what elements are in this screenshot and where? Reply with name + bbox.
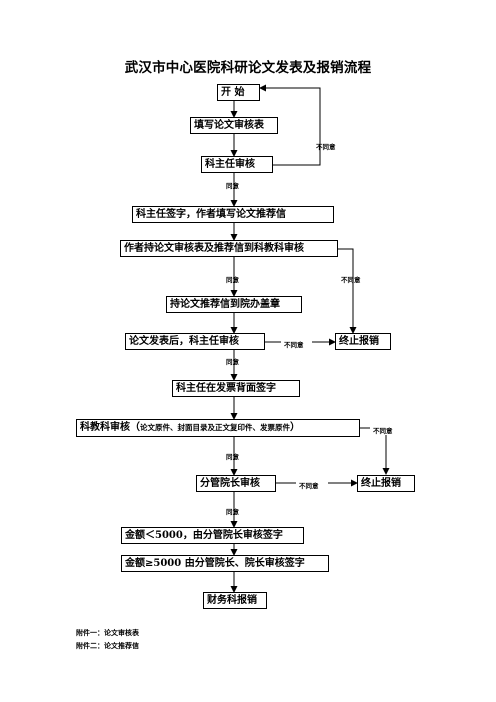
node-after-publish: 论文发表后，科主任审核	[125, 333, 265, 350]
edge-label-disagree-loop: 不同意	[316, 143, 336, 151]
attachment-1: 附件一：论文审核表	[76, 629, 139, 637]
research-review-label: 科教科审核（	[80, 422, 140, 433]
edge-label-disagree-vp: 不同意	[299, 482, 319, 490]
node-finance: 财务科报销	[203, 592, 267, 609]
edge-label-disagree-publish: 不同意	[284, 341, 304, 349]
edge-label-agree-5: 同意	[226, 508, 239, 516]
edge-label-disagree-review: 不同意	[373, 427, 393, 435]
node-vp-review: 分管院长审核	[196, 475, 276, 492]
edge-label-agree-1: 同意	[226, 182, 239, 190]
research-review-close: ）	[290, 422, 300, 433]
node-submit-research: 作者持论文审核表及推荐信到科教科审核	[120, 240, 338, 257]
attachment-2: 附件二：论文推荐信	[76, 642, 139, 650]
node-office-stamp: 持论文推荐信到院办盖章	[166, 296, 302, 313]
node-terminate-1: 终止报销	[335, 333, 391, 350]
node-amount-ge: 金额≥5000 由分管院长、院长审核签字	[121, 555, 329, 572]
page-title: 武汉市中心医院科研论文发表及报销流程	[124, 60, 372, 76]
node-terminate-2: 终止报销	[357, 475, 415, 492]
node-amount-lt: 金额＜5000，由分管院长审核签字	[121, 527, 304, 544]
node-research-review: 科教科审核（论文原件、封面目录及正文复印件、发票原件）	[76, 419, 360, 437]
edge-label-agree-4: 同意	[226, 453, 239, 461]
node-invoice-sign: 科主任在发票背面签字	[172, 380, 300, 397]
node-dept-sign: 科主任签字，作者填写论文推荐信	[132, 206, 334, 223]
edge-label-agree-3: 同意	[226, 358, 239, 366]
research-review-materials: 论文原件、封面目录及正文复印件、发票原件	[140, 423, 290, 432]
node-start: 开 始	[217, 84, 260, 101]
edge-label-agree-2: 同意	[226, 276, 239, 284]
node-fill-form: 填写论文审核表	[190, 117, 278, 134]
edge-label-disagree-research: 不同意	[341, 276, 361, 284]
node-dept-review: 科主任审核	[201, 156, 273, 173]
